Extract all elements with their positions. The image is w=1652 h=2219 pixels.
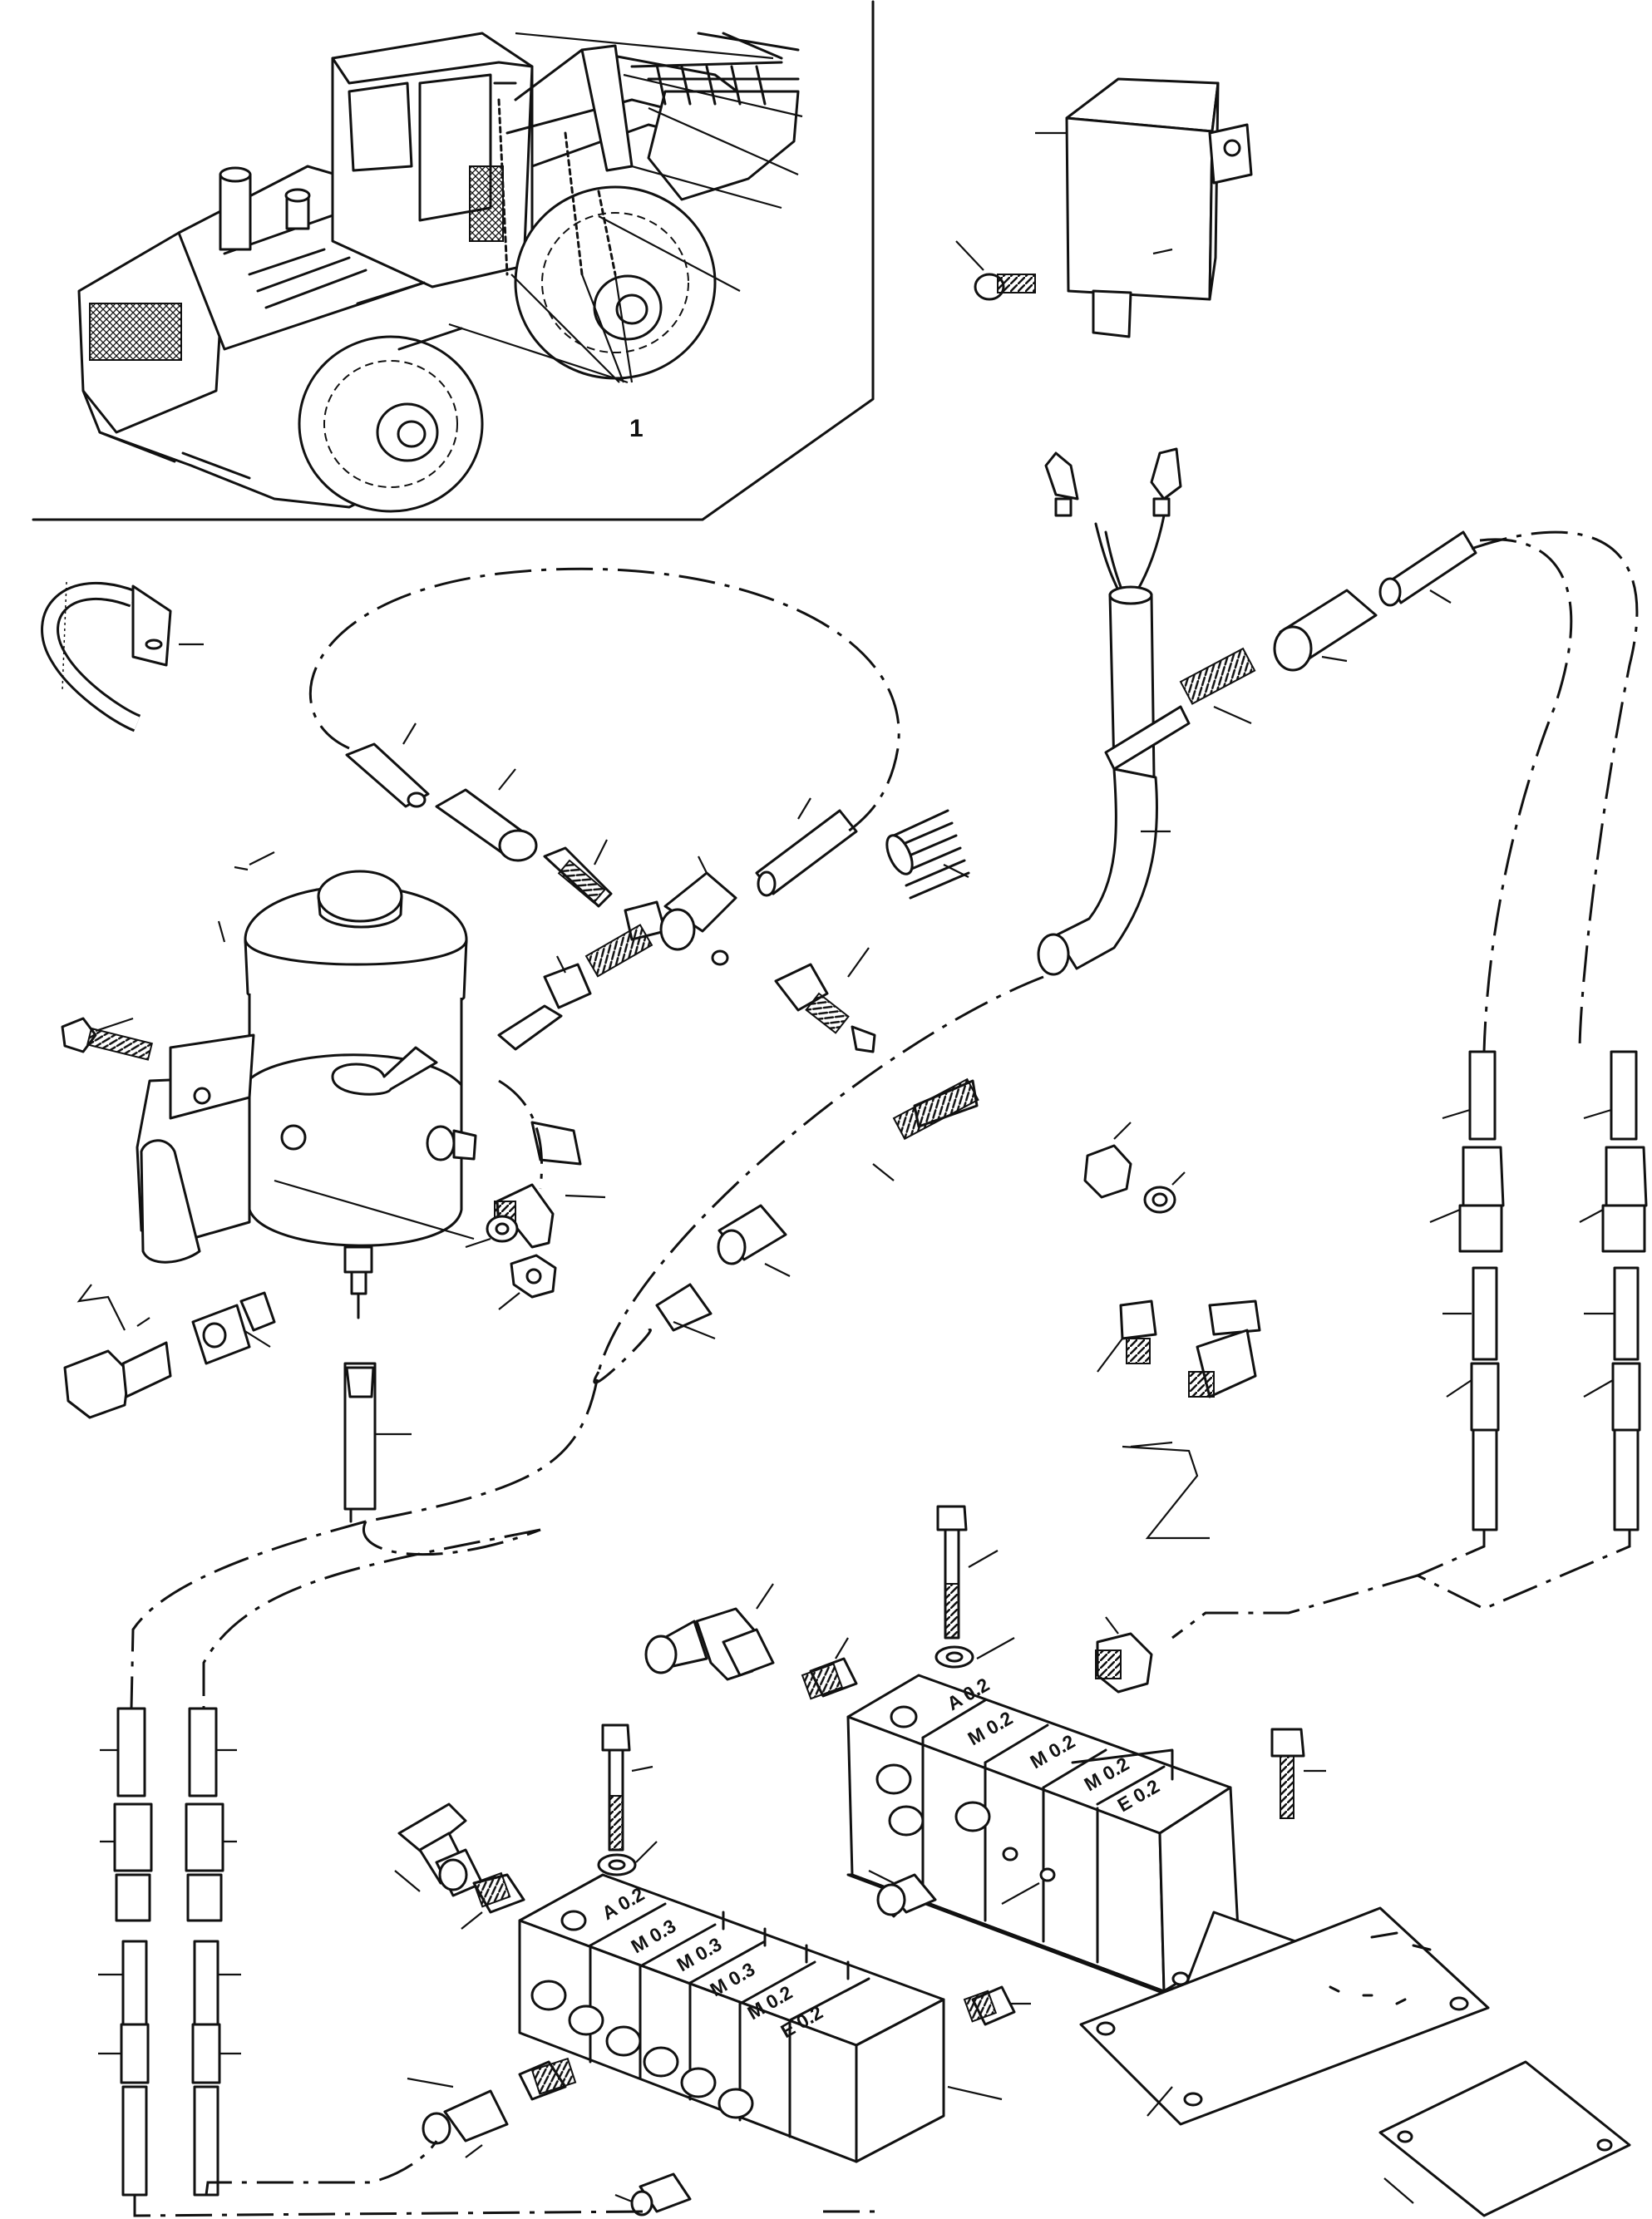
threaded-nipple: [543, 839, 613, 908]
spring: [885, 809, 970, 900]
pump-outlet-tube: [343, 1362, 412, 1523]
elbow-fitting-left: [394, 1802, 525, 1930]
progressive-distributor-small: A 0.2 M 0.2 M 0.2 M 0.2 E 0.2: [846, 1674, 1335, 2001]
threaded-nipple-right: [1104, 647, 1256, 771]
right-line-set-a: [1429, 1050, 1505, 1531]
tube-upper-left: [345, 722, 430, 808]
tube-lower-mid: [655, 1283, 716, 1340]
screw: [955, 240, 1036, 301]
lower-fittings: [407, 2057, 692, 2217]
tube-right-upper: [1378, 530, 1477, 607]
inlet-fitting-right: [1095, 1616, 1153, 1694]
straight-connector: [774, 947, 876, 1053]
lubrication-pump: [136, 851, 477, 1319]
lube-line-routes: [130, 530, 1639, 2217]
inset-callout: 1: [629, 415, 644, 442]
progressive-distributor-large: A 0.2 M 0.3 M 0.3 M 0.3 M 0.2 E 0.2: [518, 1873, 1003, 2163]
small-fittings-mid: [963, 1985, 1031, 2026]
left-line-set-a: [98, 1707, 153, 2197]
radiator-grill: [89, 303, 182, 361]
right-line-set-b: [1579, 1050, 1648, 1531]
tube-segment-center: [755, 797, 858, 897]
electrical-cable: [1037, 447, 1182, 976]
pump-connector-tube: [497, 924, 653, 1051]
washer-and-nut: [465, 1215, 557, 1310]
distributor-bolt-left: [597, 1723, 658, 1876]
union-nut: [435, 768, 538, 862]
connector-mid: [717, 1204, 791, 1277]
control-unit-box: [1035, 77, 1253, 338]
mounting-plates: [1079, 1906, 1631, 2217]
union-nut-right: [1273, 589, 1378, 672]
mounting-bolt: [61, 1017, 153, 1061]
exhaust-stack: [219, 173, 252, 251]
left-line-set-b: [185, 1707, 241, 2197]
fitting-right-of-large: [868, 1870, 937, 1918]
distributor-bolts-right: [934, 1505, 1326, 1819]
fittings-pair: [1097, 1299, 1261, 1540]
pump-fitting-cap: [63, 1284, 276, 1419]
hose-clamp: [41, 581, 204, 732]
elbow-fitting-right: [644, 1583, 858, 1700]
tube-mid-right: [872, 1077, 979, 1181]
inset-wheel-loader: 1: [32, 0, 875, 521]
nut-and-ring: [1083, 1122, 1186, 1214]
